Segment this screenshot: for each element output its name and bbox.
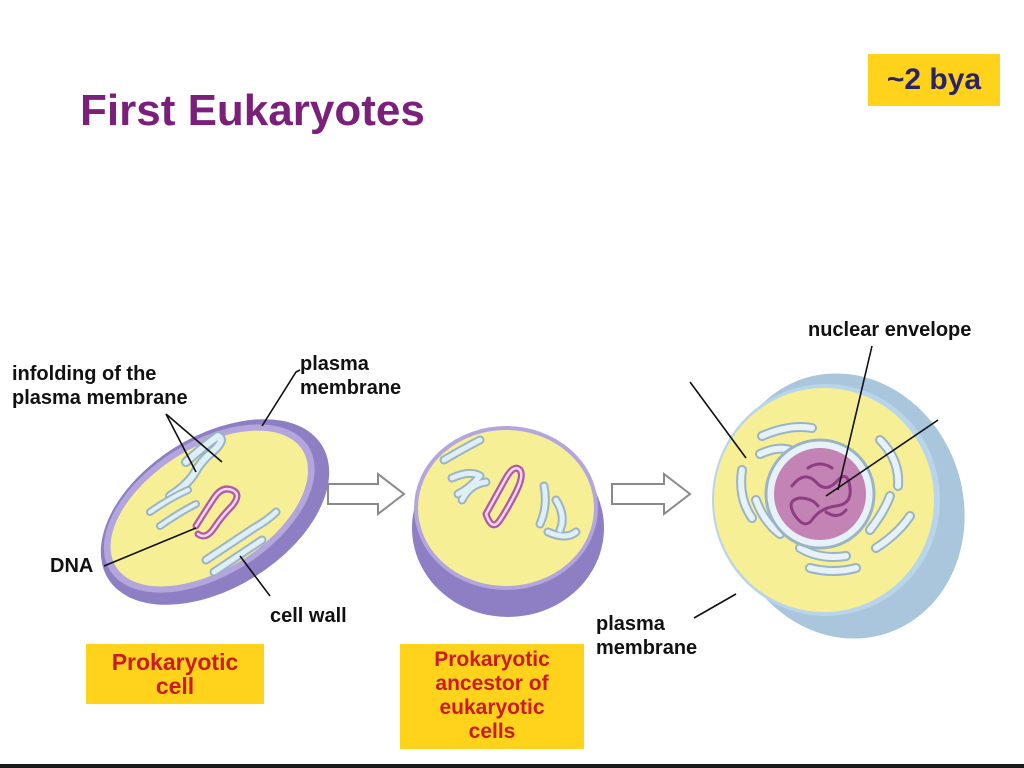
chromatin — [789, 462, 852, 526]
label-plasma-membrane-1: plasma membrane — [300, 352, 401, 400]
page-title: First Eukaryotes — [80, 86, 425, 135]
label-plasma-membrane-1-line1: plasma — [300, 353, 369, 375]
membrane-infoldings-1 — [146, 431, 281, 577]
era-badge: ~2 bya — [868, 54, 1000, 106]
dna-2 — [482, 464, 525, 529]
label-cell-wall: cell wall — [270, 605, 347, 627]
ancestor-cell — [412, 426, 604, 617]
dna-1 — [192, 485, 241, 540]
nucleoplasm — [774, 448, 866, 540]
caption-prokaryotic-ancestor: Prokaryotic ancestor of eukaryotic cells — [400, 644, 584, 749]
label-plasma-membrane-3-line1: plasma — [596, 613, 665, 635]
label-infolding-line2: plasma membrane — [12, 387, 188, 409]
label-infolding-line1: infolding of the — [12, 363, 157, 385]
label-nuclear-envelope: nuclear envelope — [808, 319, 972, 341]
slide-bottom-border — [0, 764, 1024, 768]
caption-prokaryotic-cell: Prokaryotic cell — [86, 644, 264, 704]
endomembrane-system — [736, 422, 915, 576]
caption-prokaryotic-cell-line1: Prokaryotic — [111, 649, 239, 675]
label-plasma-membrane-1-line2: membrane — [300, 377, 402, 399]
caption-ancestor-line4: cells — [468, 720, 516, 743]
transition-arrow-1 — [327, 471, 406, 517]
leader-lines — [103, 345, 939, 619]
nucleus — [764, 438, 876, 550]
caption-prokaryotic-cell-line2: cell — [155, 673, 195, 699]
caption-ancestor-line3: eukaryotic — [439, 696, 545, 719]
label-dna: DNA — [50, 555, 94, 577]
transition-arrow-2 — [611, 471, 692, 517]
label-plasma-membrane-3: plasma membrane — [596, 612, 697, 660]
caption-ancestor-line1: Prokaryotic — [434, 648, 550, 671]
caption-ancestor-line2: ancestor of — [435, 672, 549, 695]
label-plasma-membrane-3-line2: membrane — [596, 637, 698, 659]
membrane-infoldings-2 — [439, 435, 581, 541]
label-infolding: infolding of the plasma membrane — [12, 362, 188, 410]
